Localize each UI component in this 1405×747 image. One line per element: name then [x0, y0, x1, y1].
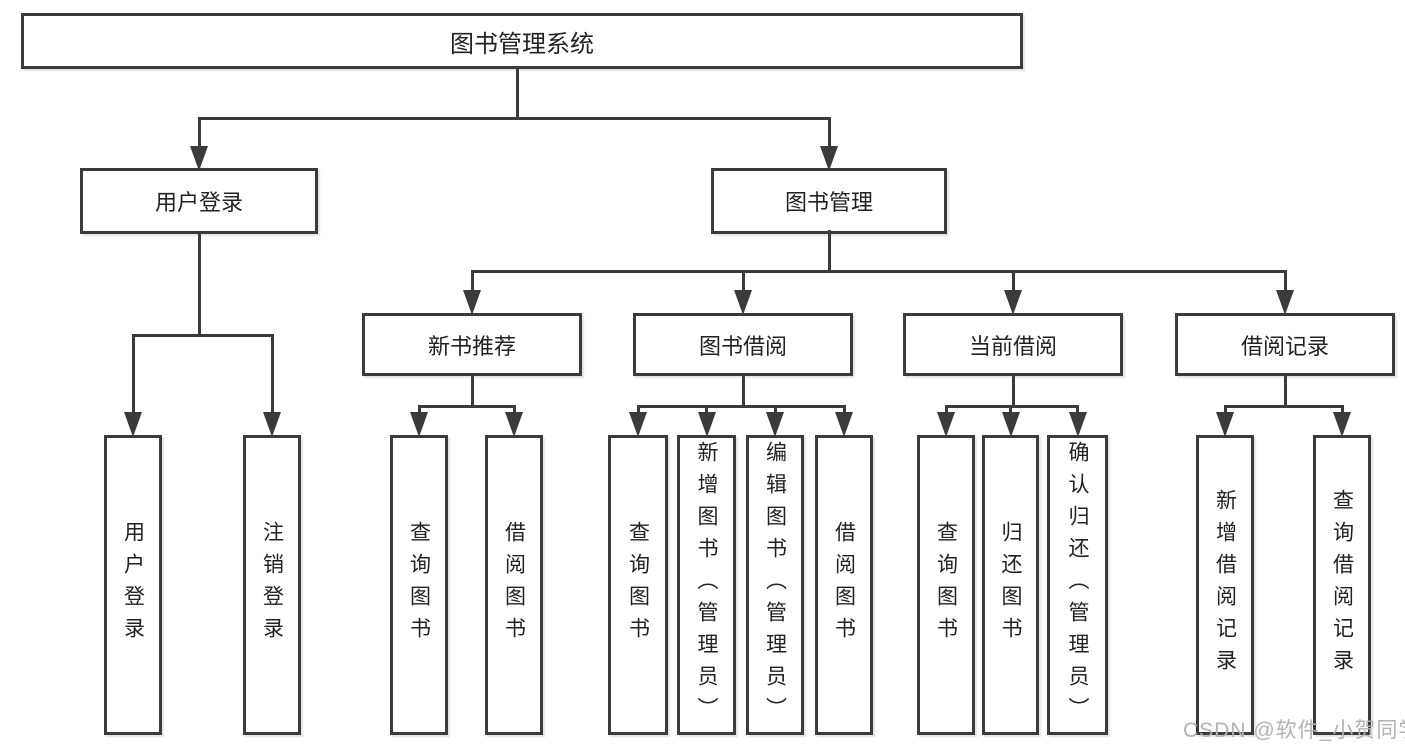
- arrow-down-icon: [697, 412, 716, 437]
- node-library-system-label: 图书管理系统: [450, 30, 594, 58]
- node-leaf-edit-books-admin: 编辑图书（管理员）: [746, 435, 804, 735]
- connector-vline: [1283, 373, 1287, 408]
- connector-vline: [1283, 271, 1287, 295]
- node-leaf-logout: 注销登录: [243, 435, 301, 735]
- node-borrowing-records-label: 借阅记录: [1240, 333, 1329, 359]
- node-leaf-query-books-2: 查询图书: [608, 435, 668, 735]
- connector-vline: [741, 373, 745, 408]
- node-borrowing-records: 借阅记录: [1175, 313, 1395, 376]
- connector-vline: [270, 335, 274, 417]
- arrow-down-icon: [410, 412, 428, 437]
- node-user-login-label: 用户登录: [154, 190, 243, 215]
- connector-vline: [1076, 406, 1079, 417]
- arrow-down-icon: [629, 412, 647, 437]
- node-leaf-query-books-1: 查询图书: [390, 435, 448, 735]
- connector-vline: [827, 118, 831, 151]
- arrow-down-icon: [124, 412, 142, 437]
- node-current-borrowing: 当前借阅: [903, 313, 1123, 376]
- node-new-book-recommend: 新书推荐: [362, 313, 582, 376]
- node-leaf-add-books-admin: 新增图书（管理员）: [677, 435, 736, 735]
- connector-vline: [1011, 373, 1015, 408]
- connector-vline: [417, 406, 421, 417]
- arrow-down-icon: [1216, 412, 1234, 437]
- node-leaf-query-books-1-label: 查询图书: [407, 521, 431, 649]
- node-leaf-query-borrow-record: 查询借阅记录: [1313, 435, 1371, 735]
- arrow-down-icon: [505, 412, 523, 437]
- arrow-down-icon: [835, 412, 853, 437]
- connector-vline: [1011, 271, 1015, 295]
- node-leaf-borrow-books-1: 借阅图书: [485, 435, 543, 735]
- connector-vline: [1340, 406, 1344, 417]
- connector-vline: [1223, 406, 1227, 417]
- connector-vline: [470, 271, 474, 295]
- connector-vline: [512, 406, 516, 417]
- arrow-down-icon: [1068, 412, 1087, 437]
- node-leaf-user-login: 用户登录: [104, 435, 162, 735]
- node-new-book-recommend-label: 新书推荐: [427, 333, 516, 359]
- arrow-down-icon: [263, 412, 281, 437]
- connector-vline: [515, 66, 519, 120]
- connector-hline: [470, 269, 1287, 273]
- node-leaf-return-books-label: 归还图书: [999, 521, 1022, 649]
- arrow-down-icon: [1001, 412, 1020, 437]
- connector-vline: [705, 406, 708, 417]
- arrow-down-icon: [190, 146, 208, 171]
- node-library-system: 图书管理系统: [21, 13, 1023, 69]
- connector-vline: [773, 406, 777, 417]
- connector-vline: [636, 406, 640, 417]
- connector-vline: [1009, 406, 1012, 417]
- node-leaf-add-borrow-record-label: 新增借阅记录: [1213, 489, 1237, 681]
- connector-hline: [1223, 404, 1344, 408]
- node-book-management-label: 图书管理: [784, 190, 873, 215]
- arrow-down-icon: [820, 146, 838, 171]
- connector-hline: [131, 333, 274, 337]
- connector-hline: [417, 404, 516, 408]
- node-book-borrowing-label: 图书借阅: [698, 333, 787, 359]
- arrow-down-icon: [937, 412, 955, 437]
- node-leaf-query-borrow-record-label: 查询借阅记录: [1330, 489, 1354, 681]
- arrow-down-icon: [766, 412, 784, 437]
- arrow-down-icon: [1333, 412, 1351, 437]
- node-leaf-confirm-return-admin: 确认归还（管理员）: [1047, 435, 1108, 735]
- connector-vline: [827, 230, 831, 273]
- connector-vline: [131, 335, 135, 417]
- node-book-management: 图书管理: [711, 168, 947, 234]
- node-leaf-return-books: 归还图书: [982, 435, 1039, 735]
- connector-vline: [470, 373, 474, 408]
- node-leaf-user-login-label: 用户登录: [121, 521, 145, 649]
- arrow-down-icon: [463, 290, 481, 315]
- arrow-down-icon: [734, 290, 752, 315]
- node-current-borrowing-label: 当前借阅: [968, 333, 1057, 359]
- node-leaf-borrow-books-1-label: 借阅图书: [502, 521, 526, 649]
- arrow-down-icon: [1276, 290, 1294, 315]
- arrow-down-icon: [1004, 290, 1022, 315]
- connector-vline: [741, 271, 745, 295]
- node-leaf-confirm-return-admin-label: 确认归还（管理员）: [1066, 441, 1089, 729]
- node-leaf-query-books-2-label: 查询图书: [626, 521, 650, 649]
- node-leaf-borrow-books-2: 借阅图书: [815, 435, 873, 735]
- node-user-login: 用户登录: [80, 168, 318, 234]
- node-leaf-query-books-3-label: 查询图书: [934, 521, 958, 649]
- node-leaf-edit-books-admin-label: 编辑图书（管理员）: [763, 441, 787, 729]
- connector-vline: [197, 232, 201, 337]
- node-book-borrowing: 图书借阅: [633, 313, 853, 376]
- connector-vline: [842, 406, 846, 417]
- node-leaf-query-books-3: 查询图书: [917, 435, 975, 735]
- connector-hline: [636, 404, 846, 408]
- node-leaf-logout-label: 注销登录: [260, 521, 284, 649]
- node-leaf-add-borrow-record: 新增借阅记录: [1196, 435, 1254, 735]
- connector-vline: [197, 118, 201, 151]
- connector-vline: [944, 406, 948, 417]
- connector-hline: [197, 116, 831, 120]
- watermark: CSDN @软件_小贺同学: [1183, 719, 1405, 742]
- node-leaf-borrow-books-2-label: 借阅图书: [832, 521, 856, 649]
- node-leaf-add-books-admin-label: 新增图书（管理员）: [695, 441, 718, 729]
